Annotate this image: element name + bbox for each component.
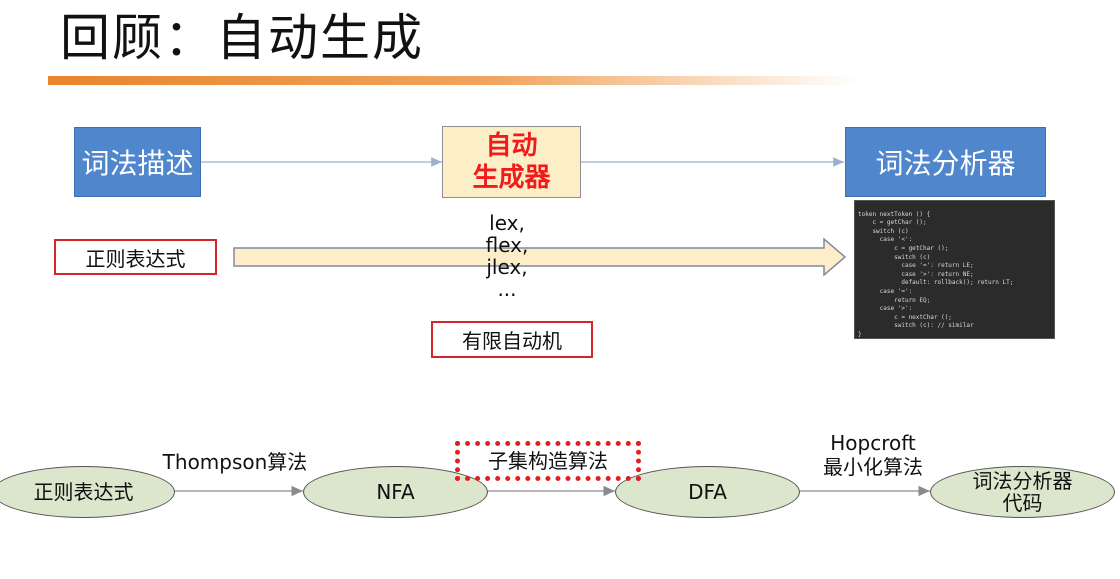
generator-box: 自动 生成器	[442, 126, 581, 198]
code-line: switch (c)	[858, 227, 909, 235]
edge-label-hopcroft: Hopcroft 最小化算法	[808, 431, 938, 479]
code-line: return EQ;	[858, 296, 931, 304]
code-line: }	[858, 330, 862, 338]
code-line: token nextToken () {	[858, 210, 931, 218]
finite-automaton-box: 有限自动机	[431, 321, 593, 358]
page-title: 回顾：自动生成	[60, 9, 424, 67]
code-line: case '=': return LE;	[858, 262, 974, 270]
lexical-description-box: 词法描述	[74, 127, 201, 197]
generator-label-line1: 自动	[485, 131, 538, 161]
edge-label-thompson: Thompson算法	[162, 450, 308, 474]
lexer-box: 词法分析器	[845, 127, 1046, 197]
node-lexer-code-line2: 代码	[1002, 491, 1043, 515]
code-line: case '>':	[858, 305, 913, 313]
code-line: case '<':	[858, 236, 913, 244]
code-line: case '>': return NE;	[858, 270, 974, 278]
tool-jlex: jlex,	[486, 255, 528, 279]
code-line: c = getChar ();	[858, 219, 927, 227]
regex-to-lexer-block-arrow	[233, 237, 847, 277]
code-line: switch (c)	[858, 253, 931, 261]
code-line: default: rollback(); return LT;	[858, 279, 1014, 287]
edge-label-hopcroft-line1: Hopcroft	[830, 431, 916, 455]
tool-flex: flex,	[485, 233, 529, 257]
edge-label-subset-construction: 子集构造算法	[488, 449, 608, 473]
tool-lex: lex,	[489, 211, 525, 235]
regex-box: 正则表达式	[54, 239, 217, 275]
edge-label-subset-construction-box: 子集构造算法	[455, 441, 641, 481]
node-regex: 正则表达式	[0, 466, 175, 518]
title-underline	[48, 76, 858, 85]
tool-ellipsis: ...	[497, 277, 517, 301]
generator-label-line2: 生成器	[472, 163, 551, 193]
code-snippet: token nextToken () { c = getChar (); swi…	[854, 200, 1055, 339]
code-line: c = getChar ();	[858, 244, 949, 252]
code-line: switch (c): // similar	[858, 322, 974, 330]
node-dfa: DFA	[615, 466, 800, 518]
code-line: case '=':	[858, 287, 913, 295]
tool-list: lex, flex, jlex, ...	[452, 212, 562, 300]
edge-label-hopcroft-line2: 最小化算法	[823, 455, 923, 479]
node-lexer-code-line1: 词法分析器	[972, 469, 1073, 493]
node-lexer-code: 词法分析器 代码	[930, 466, 1115, 518]
code-line: c = nextChar ();	[858, 313, 952, 321]
